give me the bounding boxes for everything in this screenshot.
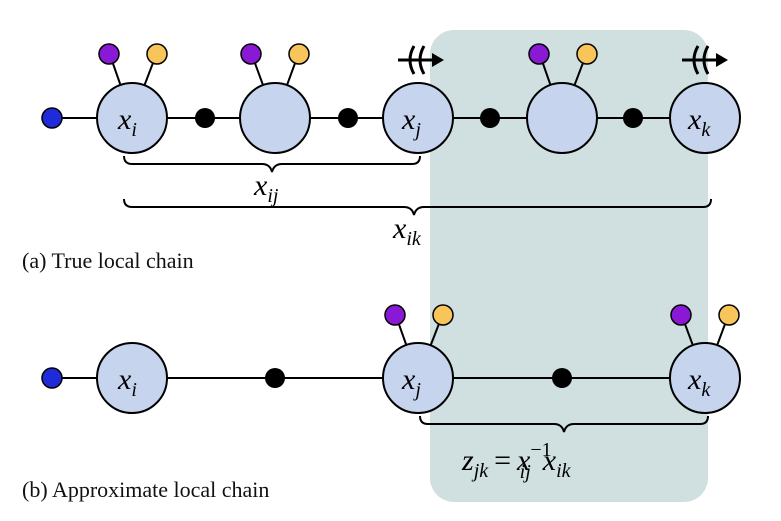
factor-node [265,368,285,388]
brace-xik [123,198,712,216]
purple-landmark [240,43,262,65]
variable-node-xj [382,342,454,414]
panel-a: xi xj xk xij xik (a) True local chain [22,43,741,273]
purple-landmark [528,43,550,65]
yellow-landmark [146,43,168,65]
caption-a: (a) True local chain [22,248,194,273]
variable-node [239,82,311,154]
variable-node-xi [96,342,168,414]
node-label-xk: xk [687,363,711,401]
factor-node [480,108,500,128]
node-label-xj: xj [401,103,421,141]
caption-b: (b) Approximate local chain [22,477,269,502]
brace-label-xij: xij [253,169,279,207]
brace-zjk [419,415,709,433]
cut-arrow-icon [398,45,436,75]
cut-arrow-head-icon [432,53,444,67]
yellow-landmark [288,43,310,65]
factor-node [195,108,215,128]
yellow-landmark [576,43,598,65]
cut-arrow-icon [682,45,720,75]
highlight-region [430,30,708,502]
variable-node-xi [96,82,168,154]
yellow-landmark [432,304,454,326]
purple-landmark [670,304,692,326]
purple-landmark [98,43,120,65]
node-label-xi: xi [117,363,137,401]
prior-factor-node [41,107,63,129]
node-label-xi: xi [117,103,137,141]
prior-factor-node [41,367,63,389]
brace-xij [123,155,421,173]
variable-node-xk [669,342,741,414]
yellow-landmark [718,304,740,326]
cut-arrow-head-icon [716,53,728,67]
factor-node [623,108,643,128]
variable-node [526,82,598,154]
variable-node-xj [382,82,454,154]
factor-node [338,108,358,128]
node-label-xj: xj [401,363,421,401]
purple-landmark [384,304,406,326]
factor-node [552,368,572,388]
brace-label-xik: xik [392,212,422,250]
variable-node-xk [669,82,741,154]
node-label-xk: xk [687,103,711,141]
